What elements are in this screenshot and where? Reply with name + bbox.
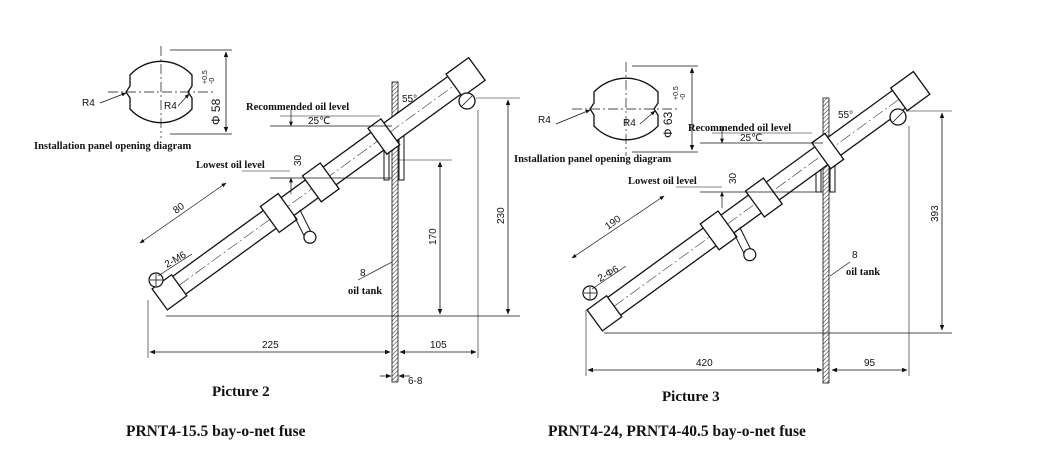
diagram-picture-3: Φ 63 +0.5 -0 R4 R4 Installation panel op…	[514, 62, 952, 440]
panel-opening-detail: Φ 63 +0.5 -0 R4 R4 Installation panel op…	[514, 62, 698, 165]
fuse-holder-assembly	[586, 70, 931, 332]
oil-tank-label: oil tank	[348, 286, 382, 297]
wall-thickness-label: 6-8	[408, 376, 423, 387]
angle-label: 55°	[402, 94, 417, 105]
side-pivot	[743, 248, 757, 262]
flange-collar	[810, 132, 845, 170]
end-cap-bottom	[586, 294, 623, 332]
overhang-label: 95	[864, 358, 876, 369]
oblique-dim-line	[571, 195, 665, 259]
fuse-caption: PRNT4-15.5 bay-o-net fuse	[126, 423, 306, 440]
tolerance-lower: -0	[209, 78, 216, 84]
top-handle	[445, 56, 487, 98]
oblique-dim-label: 190	[603, 213, 623, 232]
radius-label-right: R4	[623, 118, 636, 129]
fuse-holder-assembly	[151, 56, 487, 311]
base-width-label: 420	[696, 358, 713, 369]
clamp-ring-2	[744, 177, 784, 218]
radius-leader-right	[177, 93, 190, 107]
diagram-picture-2: Φ 58 +0.5 -0 R4 R4 Installation panel op…	[34, 46, 520, 440]
recommended-oil-level-label: Recommended oil level	[246, 102, 349, 113]
clamp-ring-2	[301, 162, 340, 203]
lowest-oil-level-label: Lowest oil level	[196, 160, 265, 171]
level-gap-label: 30	[728, 172, 739, 184]
tolerance-upper: +0.5	[202, 70, 209, 84]
angle-label: 55°	[838, 110, 853, 121]
recommended-oil-level-label: Recommended oil level	[688, 123, 791, 134]
panel-opening-detail: Φ 58 +0.5 -0 R4 R4 Installation panel op…	[34, 46, 232, 152]
panel-opening-label: Installation panel opening diagram	[34, 141, 191, 152]
picture-title: Picture 3	[662, 389, 720, 405]
flange-collar	[367, 117, 401, 156]
panel-opening-outline	[589, 77, 659, 141]
temperature-label: 25℃	[740, 133, 762, 144]
panel-opening-label: Installation panel opening diagram	[514, 154, 671, 165]
diameter-label: Φ 63	[661, 111, 675, 138]
overhang-label: 105	[430, 340, 447, 351]
side-pivot	[303, 230, 317, 244]
h-total-label: 393	[930, 205, 941, 222]
clamp-ring-1	[259, 192, 298, 234]
h-lowest-label: 170	[428, 228, 439, 245]
base-width-label: 225	[262, 340, 279, 351]
temperature-label: 25℃	[308, 116, 330, 127]
radius-label-left: R4	[538, 115, 551, 126]
fuse-caption: PRNT4-24, PRNT4-40.5 bay-o-net fuse	[548, 423, 806, 440]
bolt-label: 2-Φ6	[596, 264, 621, 285]
radius-label-right: R4	[164, 101, 177, 112]
h-total-label: 230	[496, 207, 507, 224]
radius-leader-left	[99, 92, 127, 104]
panel-opening-outline	[125, 60, 193, 124]
radius-label-left: R4	[82, 98, 95, 109]
top-handle	[889, 70, 931, 112]
oil-tank-label: oil tank	[846, 267, 880, 278]
picture-title: Picture 2	[212, 384, 270, 400]
lowest-oil-level-label: Lowest oil level	[628, 176, 697, 187]
tolerance-lower: -0	[680, 94, 687, 100]
diameter-label: Φ 58	[209, 98, 223, 125]
oblique-dim-line	[139, 182, 227, 244]
clamp-ring-1	[699, 210, 738, 251]
tank-number: 8	[360, 268, 366, 279]
tank-number: 8	[852, 250, 858, 261]
tolerance-upper: +0.5	[673, 86, 680, 100]
oblique-dim-label: 80	[171, 201, 187, 217]
level-gap-label: 30	[293, 154, 304, 166]
